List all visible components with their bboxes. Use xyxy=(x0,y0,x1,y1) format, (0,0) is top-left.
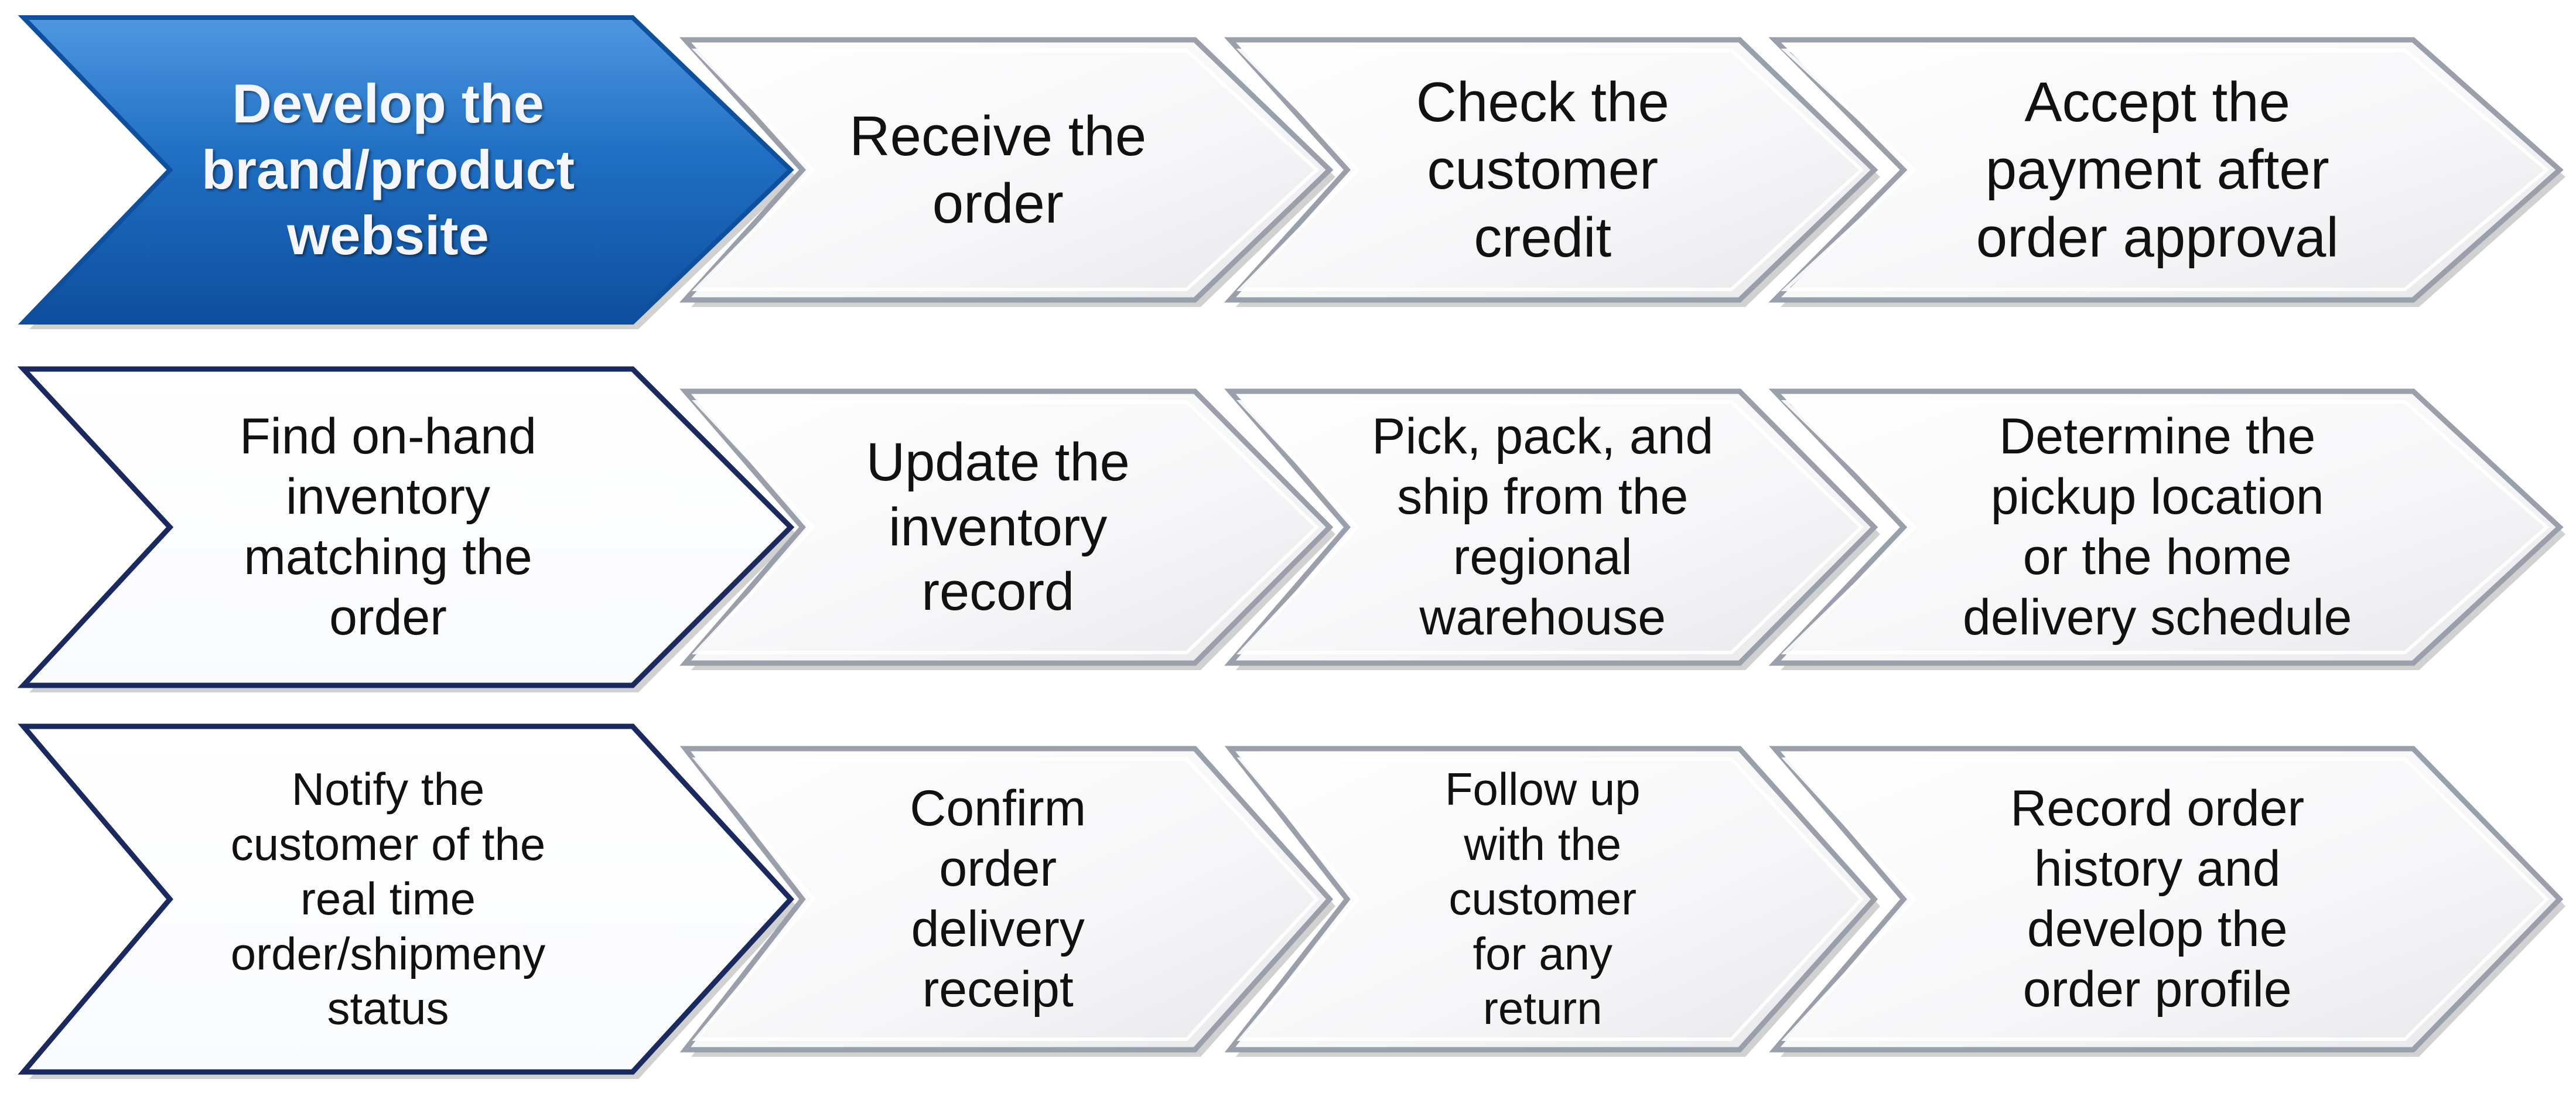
step-label-r3-c4: Record order history and develop the ord… xyxy=(2010,780,2305,1018)
chevron-shape-r2-c1 xyxy=(17,366,795,688)
chevron-shape-r2-c2 xyxy=(679,388,1334,666)
chevron-shape-r1-c3 xyxy=(1224,37,1878,303)
chevron-shape-r3-c3 xyxy=(1224,746,1878,1053)
step-label-r3-c2: Confirm order delivery receipt xyxy=(910,780,1087,1018)
step-label-r1-c1: Develop the brand/product website xyxy=(201,72,575,267)
chevron-bevel-r3-c2 xyxy=(692,757,1320,1041)
chevron-bevel-r2-c4 xyxy=(1781,400,2550,654)
step-label-r2-c1: Find on-hand inventory matching the orde… xyxy=(240,408,537,646)
chevron-shape-r1-c1 xyxy=(18,15,794,325)
chevron-bevel-r1-c3 xyxy=(1236,49,1864,291)
chevron-bevel-r2-c3 xyxy=(1236,400,1864,654)
step-label-r1-c3: Check the customer credit xyxy=(1416,71,1669,269)
step-label-r2-c4: Determine the pickup location or the hom… xyxy=(1963,408,2352,646)
chevron-shape-r3-c1 xyxy=(18,723,795,1075)
chevron-shape-r1-c4 xyxy=(1768,37,2564,303)
chevron-shape-r2-c3 xyxy=(1224,388,1878,666)
chevron-shape-r3-c4 xyxy=(1769,746,2564,1053)
step-label-r2-c2: Update the inventory record xyxy=(866,432,1130,622)
chevron-bevel-r3-c4 xyxy=(1781,757,2550,1041)
chevron-bevel-r1-c4 xyxy=(1781,49,2550,291)
chevron-bevel-r2-c2 xyxy=(692,400,1320,654)
step-label-r3-c3: Follow up with the customer for any retu… xyxy=(1444,763,1641,1034)
chevron-bevel-r1-c2 xyxy=(691,49,1320,291)
chevron-shape-r2-c4 xyxy=(1768,388,2564,666)
chevron-shape-r3-c2 xyxy=(679,746,1334,1053)
chevron-shape-r1-c2 xyxy=(679,37,1334,303)
step-label-r1-c2: Receive the order xyxy=(849,104,1147,235)
chevron-bevel-r3-c3 xyxy=(1236,757,1864,1041)
step-label-r3-c1: Notify the customer of the real time ord… xyxy=(230,763,546,1034)
step-label-r2-c3: Pick, pack, and ship from the regional w… xyxy=(1372,408,1714,646)
step-label-r1-c4: Accept the payment after order approval xyxy=(1976,71,2339,269)
